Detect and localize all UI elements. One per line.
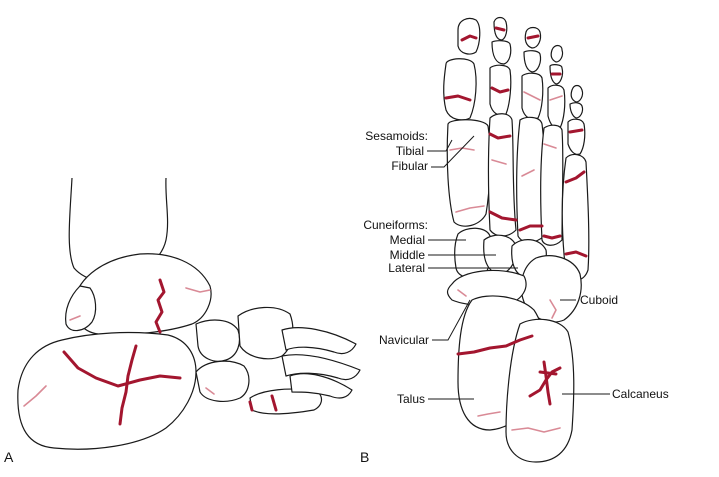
leader-tibial — [427, 139, 453, 152]
label-lateral: Lateral — [388, 261, 425, 275]
toe3-distal-fracture — [526, 34, 540, 40]
navicular-lateral-bone — [195, 319, 241, 362]
toe2-proximal-fracture — [490, 86, 510, 94]
cuboid-hairline — [549, 299, 557, 319]
metatarsal-base-fracture-1 — [248, 400, 254, 412]
metatarsal3-hairline — [521, 169, 535, 177]
toe5-proximal-phalanx — [567, 118, 586, 155]
panel-a-lateral-view — [17, 177, 361, 450]
label-middle: Middle — [389, 248, 425, 262]
toe3-proximal-hairline — [523, 91, 541, 101]
talus-dome-fracture-hairline — [185, 287, 211, 293]
metatarsal-5 — [561, 153, 590, 281]
toe5-proximal-fracture — [568, 128, 584, 134]
label-medial: Medial — [389, 233, 425, 247]
toe4-proximal-hairline — [549, 95, 563, 101]
toe5-distal-phalanx — [570, 84, 584, 103]
metatarsal5-fracture — [564, 170, 586, 184]
metatarsal2-base-fracture — [488, 210, 518, 222]
toe2-proximal-phalanx — [489, 64, 512, 116]
metatarsal2-fracture — [488, 132, 512, 140]
calcaneus-fracture-hairline — [23, 385, 47, 407]
panel-letter-b: B — [360, 449, 370, 465]
metatarsal-2 — [487, 113, 517, 237]
metatarsal-1 — [446, 119, 491, 227]
metatarsal2-hairline — [491, 159, 507, 165]
navicular-hairline — [457, 289, 467, 297]
toe3-middle-phalanx — [523, 50, 542, 73]
label-cuboid: Cuboid — [580, 293, 619, 307]
fibula-fracture-hairline — [69, 315, 81, 321]
label-talus: Talus — [396, 392, 425, 406]
cuboid-fracture-hairline — [205, 387, 215, 395]
metatarsal1-base-hairline — [455, 205, 485, 213]
metatarsal-lateral-3 — [249, 388, 323, 415]
label-fibular: Fibular — [391, 159, 428, 173]
toe2-distal-fracture — [494, 26, 506, 32]
calcaneus-fracture-vertical — [118, 344, 138, 426]
toe2-middle-phalanx — [491, 40, 512, 65]
label-calcaneus: Calcaneus — [612, 387, 669, 401]
toe5-middle-phalanx — [569, 102, 584, 119]
metatarsal5-base-fracture — [564, 250, 588, 258]
talus-neck-fracture-b — [456, 334, 534, 356]
metatarsal-base-fracture-2 — [270, 394, 278, 412]
metatarsal3-fracture — [518, 224, 544, 232]
calcaneus-lateral-bone — [17, 331, 197, 450]
label-tibial: Tibial — [395, 144, 424, 158]
talus-body-hairline — [477, 411, 501, 417]
toe1-proximal-phalanx — [443, 58, 477, 121]
metatarsal4-fracture — [542, 234, 562, 240]
calcaneus-heel-hairline — [511, 427, 561, 433]
label-sesamoids: Sesamoids: — [365, 129, 428, 143]
toe4-proximal-phalanx — [547, 84, 566, 129]
toe1-distal-fracture — [460, 34, 478, 42]
panel-b-dorsoplantar-view — [427, 16, 610, 463]
label-navicular: Navicular — [378, 333, 429, 347]
metatarsal4-hairline — [543, 143, 557, 149]
panel-letter-a: A — [4, 449, 14, 465]
label-cuneiforms: Cuneiforms: — [363, 218, 428, 232]
calcaneus-fracture-b — [528, 360, 562, 406]
toe1-proximal-fracture — [444, 94, 472, 102]
metatarsal-lateral-4 — [289, 373, 353, 399]
fibula-bone — [65, 285, 97, 332]
leader-fibular — [431, 135, 475, 168]
leader-navicular — [432, 299, 471, 341]
toe4-distal-phalanx — [550, 44, 564, 63]
metatarsal-lateral-1 — [281, 327, 357, 355]
calcaneus-fracture-horizontal — [62, 350, 182, 388]
cuboid-lateral-bone — [195, 360, 250, 402]
talus-neck-fracture — [154, 278, 166, 334]
metatarsal-4 — [540, 124, 564, 246]
